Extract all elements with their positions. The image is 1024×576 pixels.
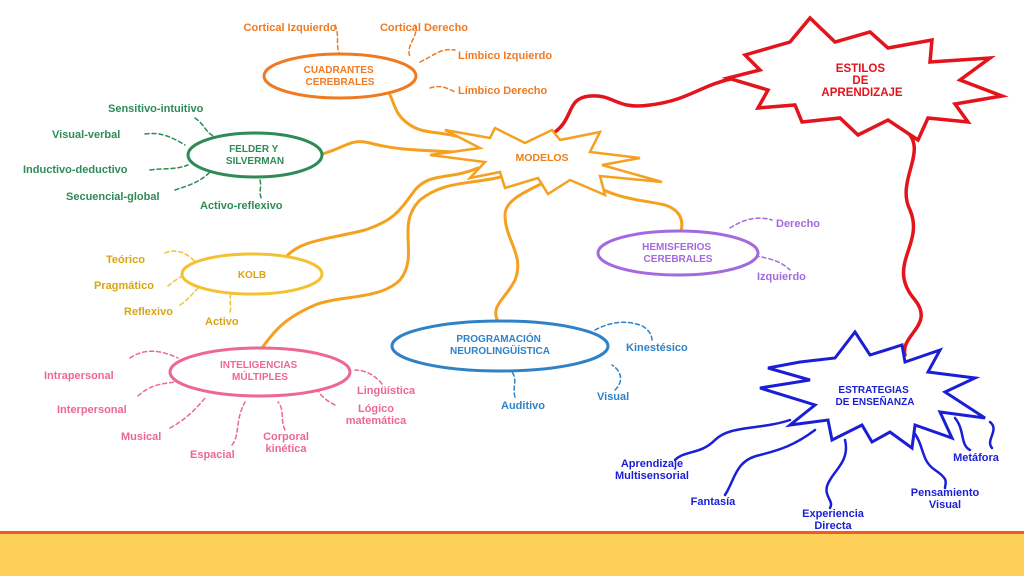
model-felder-label: FELDER Y SILVERMAN bbox=[226, 144, 284, 167]
leaf-label: Activo bbox=[205, 316, 239, 328]
leaf-label: Inductivo-deductivo bbox=[23, 164, 128, 176]
leaf-label: Cortical Izquierdo bbox=[244, 22, 337, 34]
footer-accent-line bbox=[0, 531, 1024, 535]
model-inteligencias: INTELIGENCIAS MÚLTIPLES bbox=[168, 346, 352, 398]
modelos-hub: MODELOS bbox=[429, 126, 663, 198]
model-kolb: KOLB bbox=[180, 252, 324, 296]
leaves-hemisferios: Derecho Izquierdo bbox=[757, 218, 820, 283]
connector-modelos-felder bbox=[320, 140, 457, 156]
connector-modelos-kolb bbox=[283, 166, 480, 260]
model-felder-ellipse bbox=[186, 131, 324, 179]
main-topic-star bbox=[721, 15, 1009, 143]
leaf-label: Visual bbox=[597, 391, 629, 403]
connector-modelos-hemisferios bbox=[588, 180, 684, 237]
model-kolb-label: KOLB bbox=[238, 270, 266, 281]
estrategias-hub: ESTRATEGIAS DE ENSEÑANZA bbox=[759, 329, 986, 451]
model-hemisferios: HEMISFERIOS CEREBRALES bbox=[596, 229, 760, 277]
model-hemisferios-label: HEMISFERIOS CEREBRALES bbox=[642, 242, 714, 265]
leaf-label: Auditivo bbox=[501, 400, 545, 412]
connector-estilos-estrategias bbox=[901, 128, 923, 357]
leaf-label: Derecho bbox=[776, 218, 820, 230]
leaf-label: Teórico bbox=[106, 254, 145, 266]
leaf-label: Sensitivo-intuitivo bbox=[108, 103, 204, 115]
leaf-label: Reflexivo bbox=[124, 306, 173, 318]
model-cuadrantes: CUADRANTES CEREBRALES bbox=[262, 52, 418, 100]
connectors bbox=[129, 24, 995, 510]
leaf-label: Intrapersonal bbox=[44, 370, 114, 382]
leaves-kolb: Teórico Pragmático Reflexivo Activo bbox=[94, 254, 239, 328]
model-inteligencias-label: INTELIGENCIAS MÚLTIPLES bbox=[220, 360, 300, 383]
modelos-label: MODELOS bbox=[515, 152, 568, 164]
leaf-label: Kinestésico bbox=[626, 342, 688, 354]
main-topic-estilos: ESTILOS DE APRENDIZAJE bbox=[721, 15, 1009, 143]
leaf-label: Lingüística bbox=[357, 385, 416, 397]
footer-bar bbox=[0, 534, 1024, 576]
connector-estilos-modelos bbox=[550, 76, 737, 136]
model-felder: FELDER Y SILVERMAN bbox=[186, 131, 324, 179]
leaves-cuadrantes: Cortical Izquierdo Cortical Derecho Límb… bbox=[244, 22, 553, 97]
leaf-label: Musical bbox=[121, 431, 161, 443]
model-pnl: PROGRAMACIÓN NEUROLINGÜÍSTICA bbox=[390, 319, 610, 373]
modelos-star bbox=[429, 126, 663, 198]
leaf-label: Visual-verbal bbox=[52, 129, 120, 141]
leaf-label: Secuencial-global bbox=[66, 191, 160, 203]
estrategias-title: ESTRATEGIAS DE ENSEÑANZA bbox=[836, 385, 915, 408]
leaf-label: Izquierdo bbox=[757, 271, 806, 283]
model-kolb-ellipse bbox=[180, 252, 324, 296]
estrategias-star bbox=[759, 329, 986, 451]
leaf-label: Espacial bbox=[190, 449, 235, 461]
model-cuadrantes-ellipse bbox=[262, 52, 418, 100]
main-topic-title: ESTILOS DE APRENDIZAJE bbox=[821, 63, 902, 99]
model-cuadrantes-label: CUADRANTES CEREBRALES bbox=[304, 65, 377, 88]
model-pnl-ellipse bbox=[390, 319, 610, 373]
leaves-inteligencias: Intrapersonal Interpersonal Musical Espa… bbox=[44, 370, 416, 461]
model-hemisferios-ellipse bbox=[596, 229, 760, 277]
connector-modelos-cuadrantes bbox=[388, 93, 472, 142]
leaf-label: Cortical Derecho bbox=[380, 22, 468, 34]
strategy-label: Metáfora bbox=[953, 452, 1000, 464]
leaf-label: Límbico Derecho bbox=[458, 85, 548, 97]
connector-modelos-inteligencias bbox=[260, 174, 507, 350]
leaf-label: Límbico Izquierdo bbox=[458, 50, 552, 62]
connector-modelos-pnl bbox=[494, 180, 547, 324]
model-inteligencias-ellipse bbox=[168, 346, 352, 398]
leaf-label: Pragmático bbox=[94, 280, 154, 292]
strategy-connectors bbox=[673, 416, 995, 510]
leaf-connectors bbox=[129, 24, 791, 446]
leaves-felder: Sensitivo-intuitivo Visual-verbal Induct… bbox=[23, 103, 283, 212]
leaf-label: Activo-reflexivo bbox=[200, 200, 283, 212]
leaves-pnl: Auditivo Visual Kinestésico bbox=[501, 342, 688, 412]
strategy-label: Fantasía bbox=[691, 496, 737, 508]
model-pnl-label: PROGRAMACIÓN NEUROLINGÜÍSTICA bbox=[450, 332, 550, 357]
leaf-label: Interpersonal bbox=[57, 404, 127, 416]
